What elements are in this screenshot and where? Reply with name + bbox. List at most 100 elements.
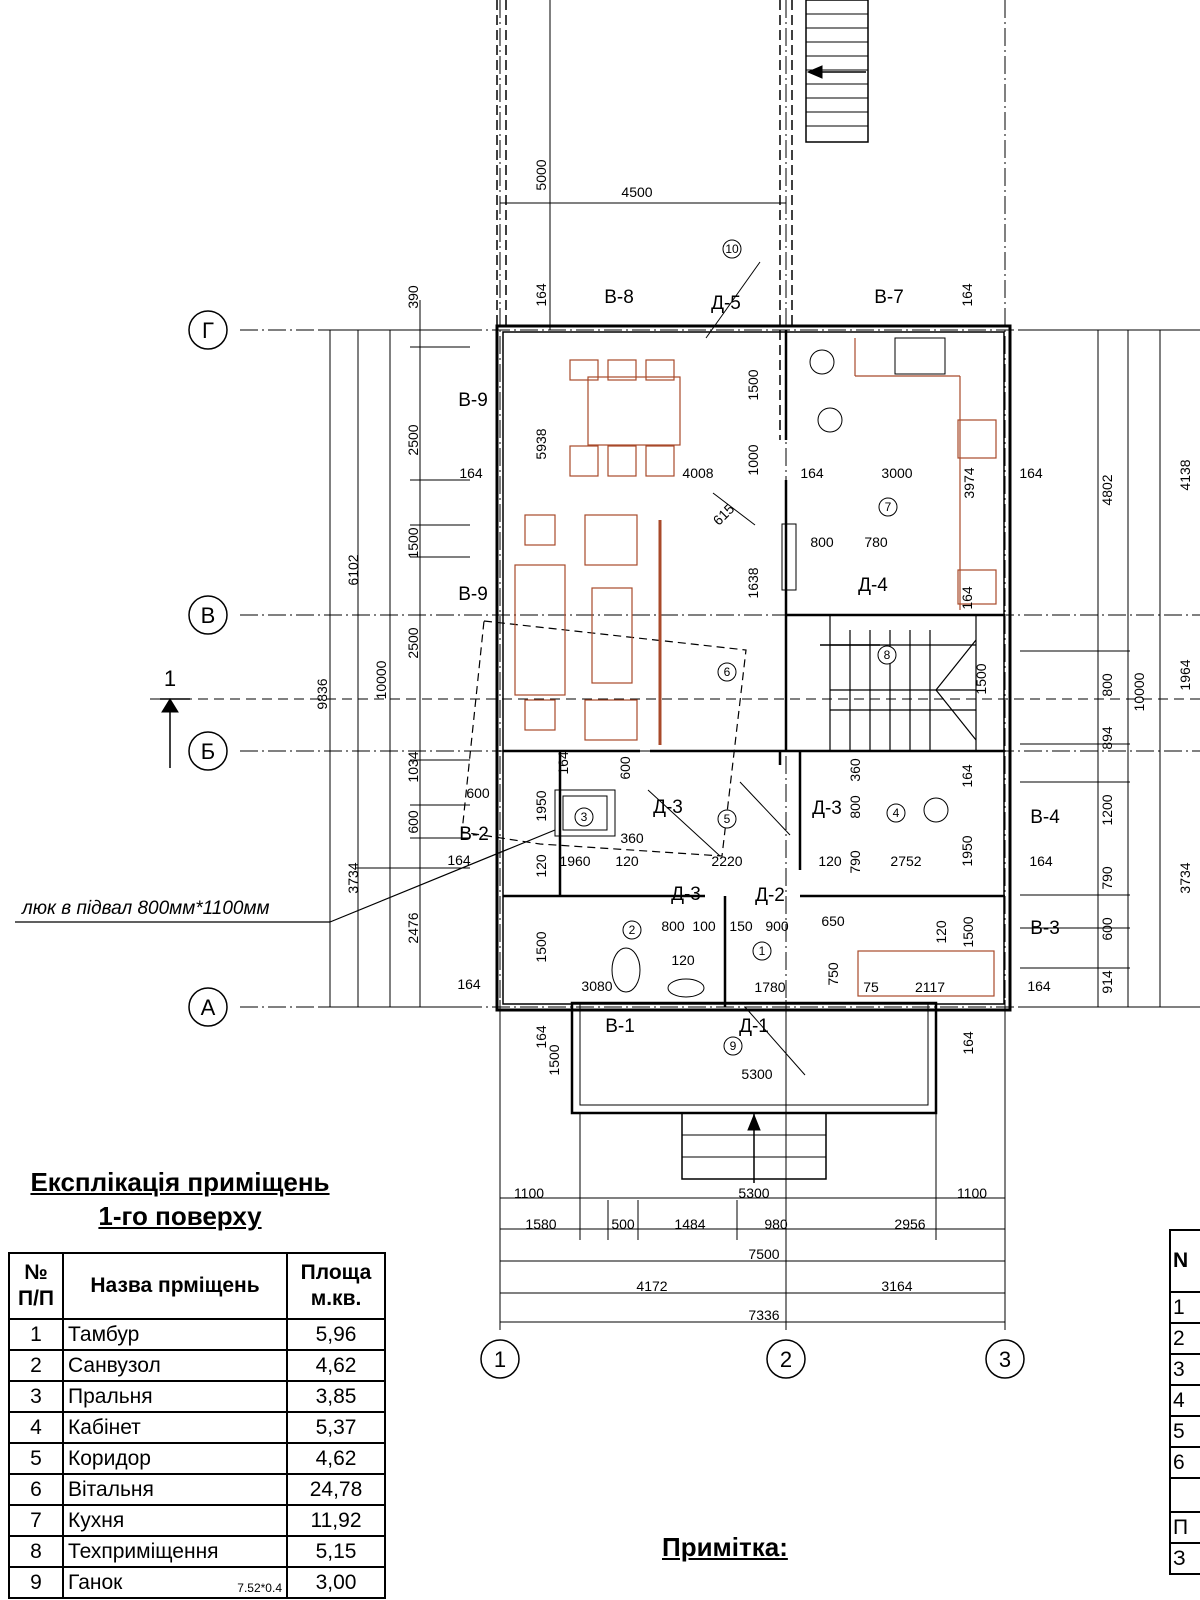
header-num: № П/П	[8, 1252, 64, 1320]
axis-marker-3: 3	[985, 1339, 1025, 1379]
svg-text:780: 780	[864, 534, 888, 550]
svg-text:1200: 1200	[1099, 794, 1115, 825]
door-swings	[647, 492, 806, 1076]
svg-text:600: 600	[466, 785, 490, 801]
svg-text:2117: 2117	[915, 979, 945, 995]
svg-text:1100: 1100	[514, 1185, 544, 1201]
svg-text:164: 164	[1029, 853, 1053, 869]
svg-text:9836: 9836	[314, 678, 330, 709]
svg-text:164: 164	[800, 465, 824, 481]
svg-text:164: 164	[960, 1031, 976, 1055]
furniture	[514, 338, 997, 997]
svg-text:3: 3	[581, 810, 588, 824]
explication-subtitle: 1-го поверху	[98, 1201, 262, 1231]
svg-text:914: 914	[1099, 970, 1115, 994]
door-label: Д-2	[755, 885, 785, 906]
upper-stair	[805, 0, 869, 143]
room-markers: 1 2 3 4 5 6 7 8 9 10	[574, 239, 906, 1056]
svg-text:1960: 1960	[559, 853, 590, 869]
svg-text:9: 9	[730, 1039, 737, 1053]
svg-text:7500: 7500	[748, 1246, 779, 1262]
svg-text:790: 790	[1099, 866, 1115, 890]
svg-text:10: 10	[725, 242, 739, 256]
svg-text:164: 164	[1027, 978, 1051, 994]
svg-text:3164: 3164	[881, 1278, 912, 1294]
svg-text:164: 164	[959, 586, 975, 610]
svg-text:1100: 1100	[957, 1185, 987, 1201]
svg-text:164: 164	[555, 751, 571, 775]
svg-text:5300: 5300	[738, 1185, 769, 1201]
room-marker: 3	[574, 807, 594, 827]
svg-text:7336: 7336	[748, 1307, 779, 1323]
svg-text:5000: 5000	[533, 159, 549, 190]
svg-text:1780: 1780	[754, 979, 785, 995]
window-label: В-7	[874, 287, 904, 308]
svg-text:8: 8	[884, 648, 891, 662]
svg-text:4802: 4802	[1099, 474, 1115, 505]
svg-text:1500: 1500	[405, 527, 421, 558]
svg-text:2500: 2500	[405, 627, 421, 658]
door-label: Д-3	[653, 797, 683, 818]
room-marker: 5	[717, 809, 737, 829]
svg-text:5938: 5938	[533, 428, 549, 459]
explication-title: Експлікація приміщень	[30, 1167, 330, 1197]
svg-text:7: 7	[885, 500, 892, 514]
svg-text:800: 800	[810, 534, 834, 550]
svg-text:1500: 1500	[546, 1044, 562, 1075]
area-formula: 7.52*0.4	[237, 1581, 282, 1595]
svg-text:Б: Б	[201, 739, 215, 764]
room-marker: 9	[723, 1036, 743, 1056]
window-label: В-4	[1030, 807, 1060, 828]
hatch-note: люк в підвал 800мм*1100мм	[21, 898, 270, 919]
svg-text:2220: 2220	[711, 853, 742, 869]
svg-text:3: 3	[999, 1347, 1011, 1372]
svg-text:360: 360	[847, 758, 863, 782]
svg-text:1950: 1950	[533, 790, 549, 821]
room-marker: 2	[622, 920, 642, 940]
door-label: Д-3	[671, 884, 701, 905]
svg-text:4008: 4008	[682, 465, 713, 481]
svg-text:1: 1	[494, 1347, 506, 1372]
room-marker: 7	[878, 497, 898, 517]
right-dimensions	[1020, 329, 1200, 1008]
section-mark: 1	[164, 666, 176, 691]
svg-text:2500: 2500	[405, 424, 421, 455]
svg-text:790: 790	[847, 850, 863, 874]
interior-stair	[785, 614, 977, 752]
svg-text:1500: 1500	[973, 663, 989, 694]
grid-lines	[150, 0, 1200, 1330]
svg-text:120: 120	[671, 952, 695, 968]
header-area: Площа м.кв.	[286, 1252, 386, 1320]
door-label: Д-4	[858, 575, 888, 596]
svg-text:120: 120	[615, 853, 639, 869]
svg-text:150: 150	[729, 918, 753, 934]
fixtures	[554, 337, 949, 998]
svg-text:3734: 3734	[345, 862, 361, 893]
svg-text:600: 600	[1099, 917, 1115, 941]
svg-text:164: 164	[1019, 465, 1043, 481]
window-label: В-2	[459, 824, 489, 845]
opening-labels: Д-1 Д-2 Д-3 Д-3 Д-3 Д-4 Д-5 В-1 В-2 В-3 …	[458, 287, 1060, 1037]
svg-text:1034: 1034	[405, 751, 421, 782]
table-header-row: № П/П Назва прміщень Площа м.кв.	[8, 1252, 386, 1320]
svg-text:1638: 1638	[745, 567, 761, 598]
external-walls	[495, 324, 1012, 1012]
svg-text:164: 164	[959, 283, 975, 307]
porch	[570, 1001, 938, 1183]
room-marker: 6	[717, 662, 737, 682]
door-label: Д-5	[711, 293, 741, 314]
window-label: В-1	[605, 1016, 635, 1037]
svg-text:800: 800	[1099, 673, 1115, 697]
svg-text:В: В	[201, 603, 216, 628]
svg-text:390: 390	[405, 285, 421, 309]
svg-text:164: 164	[457, 976, 481, 992]
svg-text:164: 164	[459, 465, 483, 481]
svg-text:164: 164	[533, 1025, 549, 1049]
